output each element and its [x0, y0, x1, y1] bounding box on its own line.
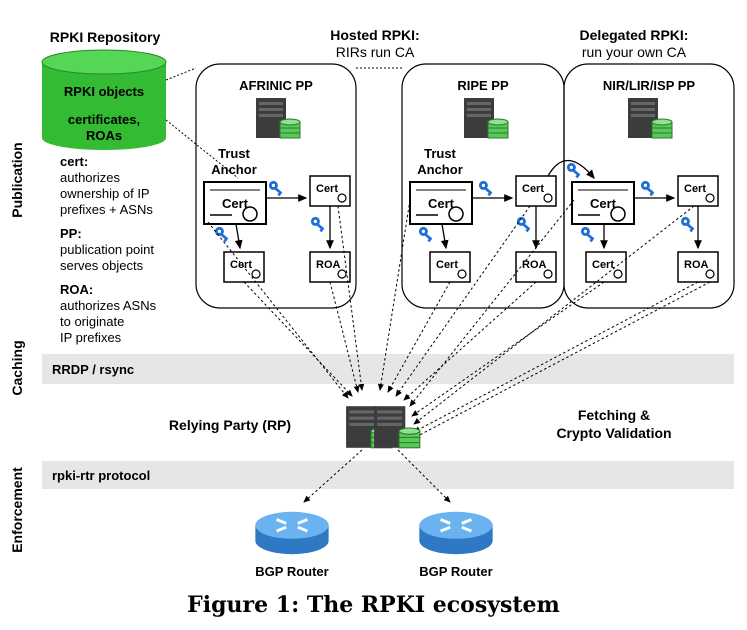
fetch-label-1: Fetching & — [578, 407, 650, 423]
afrinic-ta-cert-label: Cert — [222, 196, 249, 211]
repo-line2: certificates, — [68, 112, 140, 127]
router-left-label: BGP Router — [255, 564, 328, 579]
nir-server-icon — [627, 97, 673, 139]
repo-line3: ROAs — [86, 128, 122, 143]
afrinic-trust-anchor-cert — [203, 181, 267, 225]
key-icon — [516, 216, 531, 233]
section-enforcement: Enforcement — [9, 467, 25, 553]
nir-roa-label: ROA — [684, 259, 709, 271]
bgp-router-icon — [253, 510, 331, 556]
rp-label: Relying Party (RP) — [169, 417, 291, 433]
caching-band-label: RRDP / rsync — [52, 362, 134, 377]
ripe-cert-label: Cert — [522, 183, 544, 195]
repo-line1: RPKI objects — [64, 84, 144, 99]
fetch-label-2: Crypto Validation — [556, 425, 671, 441]
legend-cert-term: cert: — [60, 154, 88, 169]
afrinic-pp-title: AFRINIC PP — [239, 78, 313, 93]
afrinic-roa-label: ROA — [316, 259, 341, 271]
afrinic-trust-label-1: Trust — [218, 146, 250, 161]
small-object-seals — [251, 193, 715, 279]
key-icon — [640, 180, 655, 197]
ripe-ta-cert-label: Cert — [428, 196, 455, 211]
key-icon — [310, 216, 325, 233]
ripe-server-icon — [463, 97, 509, 139]
fetch-arrows — [207, 199, 711, 439]
ripe-pp-title: RIPE PP — [457, 78, 509, 93]
enforcement-band-label: rpki-rtr protocol — [52, 468, 150, 483]
hosted-title: Hosted RPKI: — [330, 27, 419, 43]
nir-root-cert-label: Cert — [590, 196, 617, 211]
delegated-title: Delegated RPKI: — [580, 27, 689, 43]
nir-sub-cert-label: Cert — [592, 259, 614, 271]
afrinic-trust-label-2: Anchor — [211, 162, 257, 177]
enforcement-band — [42, 461, 734, 489]
key-icon — [418, 226, 433, 243]
bgp-router-icon — [417, 510, 495, 556]
repository-cylinder — [41, 49, 167, 150]
legend-roa-line: IP prefixes — [60, 330, 122, 345]
nir-root-cert — [571, 181, 635, 225]
delegated-subtitle: run your own CA — [582, 44, 687, 60]
issuance-arrows — [234, 159, 702, 250]
ripe-trust-label-1: Trust — [424, 146, 456, 161]
hosted-subtitle: RIRs run CA — [336, 44, 415, 60]
legend-roa-term: ROA: — [60, 282, 93, 297]
nir-cert-label: Cert — [684, 183, 706, 195]
afrinic-server-icon — [255, 97, 301, 139]
legend-pp-line: publication point — [60, 242, 154, 257]
legend-cert-line: prefixes + ASNs — [60, 202, 153, 217]
afrinic-cert-label: Cert — [316, 183, 338, 195]
nir-pp-title: NIR/LIR/ISP PP — [603, 78, 696, 93]
legend-roa-line: authorizes ASNs — [60, 298, 157, 313]
key-icon — [566, 162, 581, 179]
key-icon — [268, 180, 283, 197]
caching-band — [42, 354, 734, 384]
legend-pp-line: serves objects — [60, 258, 144, 273]
afrinic-pp-box — [195, 63, 357, 309]
router-right-label: BGP Router — [419, 564, 492, 579]
repo-links — [165, 67, 402, 179]
ripe-trust-label-2: Anchor — [417, 162, 463, 177]
legend-cert-line: ownership of IP — [60, 186, 150, 201]
relying-party-server-icon — [373, 405, 421, 449]
legend-roa-line: to originate — [60, 314, 124, 329]
afrinic-sub-cert-label: Cert — [230, 259, 252, 271]
figure-caption: Figure 1: The RPKI ecosystem — [187, 592, 560, 618]
repo-title: RPKI Repository — [50, 29, 161, 45]
key-icon — [478, 180, 493, 197]
ripe-trust-anchor-cert — [409, 181, 473, 225]
key-icon — [580, 226, 595, 243]
ripe-sub-cert-label: Cert — [436, 259, 458, 271]
key-icon — [680, 216, 695, 233]
section-publication: Publication — [9, 142, 25, 217]
legend-pp-term: PP: — [60, 226, 82, 241]
rtr-arrows — [303, 449, 451, 503]
ripe-roa-label: ROA — [522, 259, 547, 271]
legend-cert-line: authorizes — [60, 170, 120, 185]
section-caching: Caching — [9, 340, 25, 395]
